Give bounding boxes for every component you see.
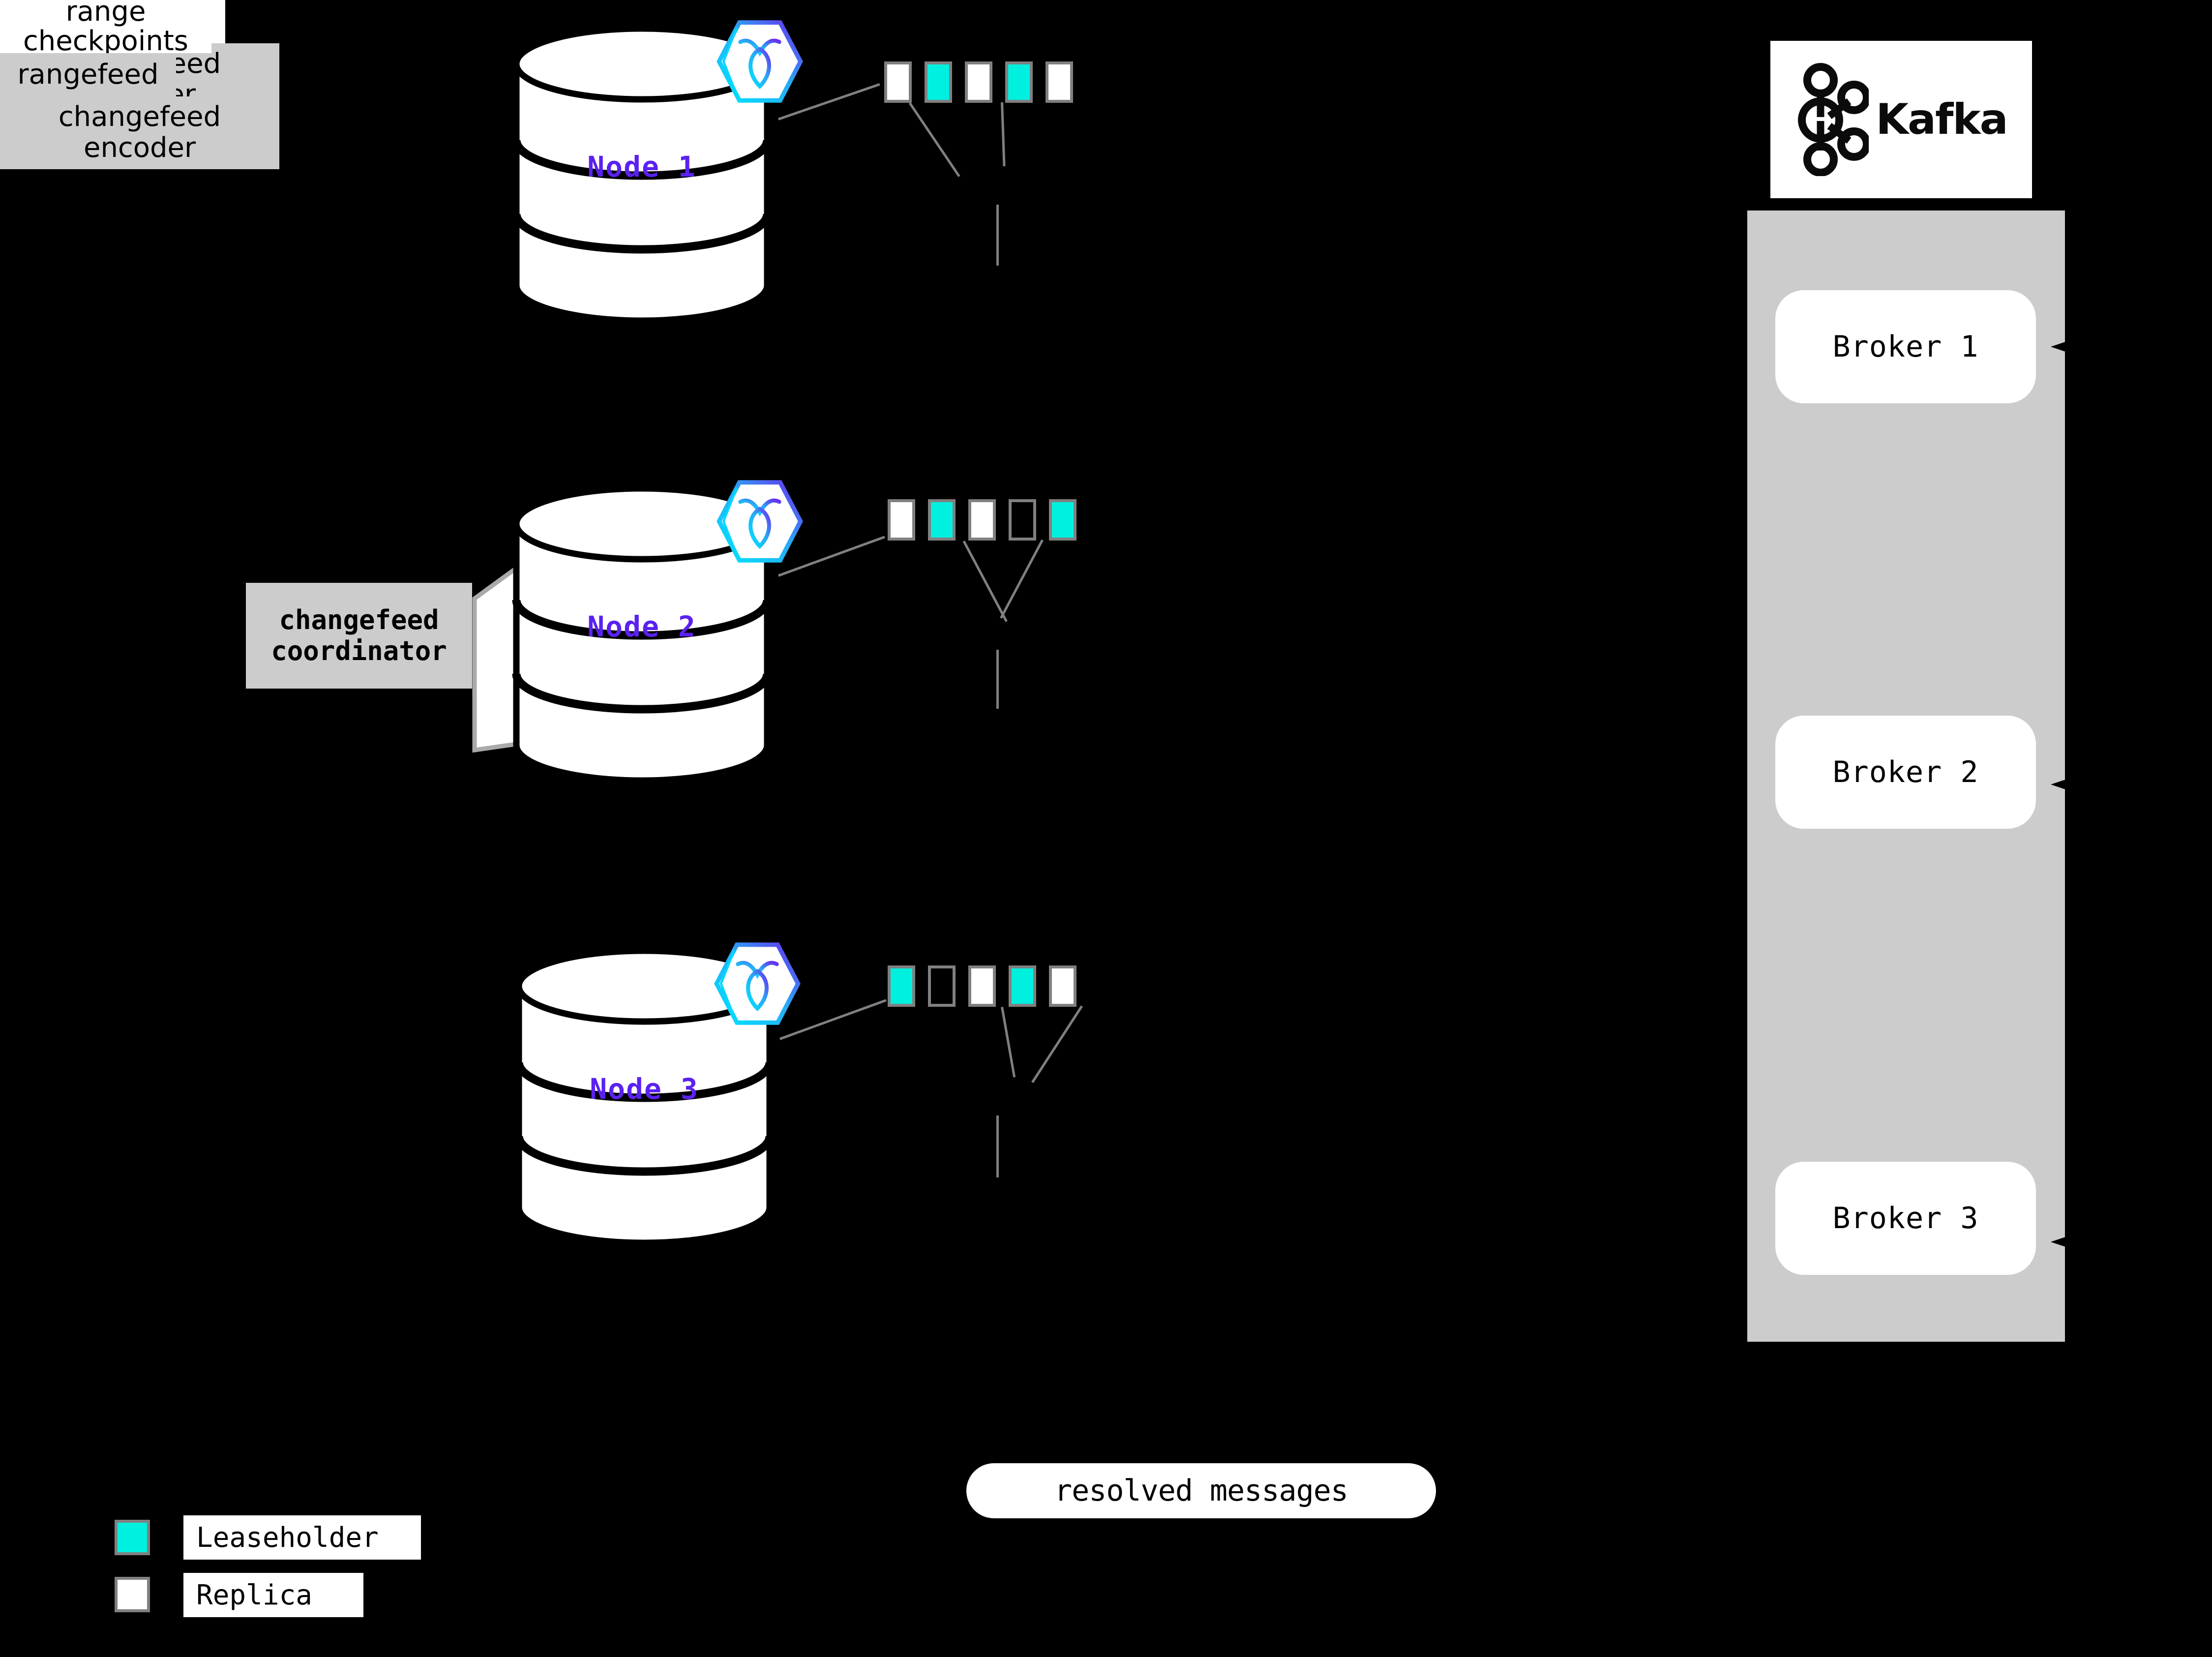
range-to-rangefeed-connector — [1031, 1005, 1083, 1084]
kafka-broker-1[interactable]: Broker 1 — [1775, 290, 2036, 403]
range-box — [888, 965, 915, 1007]
coordinator-line-2: coordinator — [271, 635, 447, 666]
range-box — [928, 965, 956, 1007]
kafka-logo-box: Kafka — [1770, 41, 2032, 198]
encoder-line-1: changefeed — [58, 101, 221, 133]
legend-swatch-replica — [115, 1577, 150, 1612]
legend-label-leaseholder: Leaseholder — [183, 1515, 421, 1560]
range-box — [968, 965, 996, 1007]
kafka-logo-icon — [1795, 63, 1871, 177]
legend-label-replica: Replica — [183, 1573, 363, 1617]
rangefeed-to-encoder-connector — [996, 1115, 999, 1177]
kafka-inbound-arrow-2 — [2051, 772, 2080, 797]
coordinator-line-1: changefeed — [279, 604, 439, 636]
range-box — [1009, 965, 1036, 1007]
rangefeed-to-encoder-connector — [996, 650, 999, 709]
cockroachdb-hexagon-icon — [716, 17, 804, 106]
changefeed-coordinator-box: changefeed coordinator — [246, 583, 472, 689]
encoder-line-2: encoder — [83, 132, 196, 164]
range-box — [1049, 499, 1076, 541]
range-box — [968, 499, 996, 541]
rangefeed-to-encoder-connector — [996, 205, 999, 266]
kafka-broker-2[interactable]: Broker 2 — [1775, 716, 2036, 829]
node-2-range-row — [888, 499, 1089, 541]
range-box — [1005, 61, 1033, 103]
range-box — [1009, 499, 1036, 541]
kafka-inbound-arrow-1 — [2051, 334, 2080, 359]
range-box — [884, 61, 912, 103]
range-to-rangefeed-connector — [1000, 539, 1044, 619]
legend-swatch-leaseholder — [115, 1520, 150, 1555]
range-box — [1046, 61, 1073, 103]
node-3-changefeed-encoder-box: changefeed encoder — [0, 96, 279, 169]
range-box — [925, 61, 952, 103]
range-to-rangefeed-connector — [1001, 1007, 1016, 1078]
range-checkpoints-line-1: range — [65, 0, 146, 28]
range-box — [928, 499, 956, 541]
cockroachdb-hexagon-icon — [716, 477, 804, 566]
node-3-group: range checkpoints Node 3 — [0, 0, 1083, 1244]
node-3-range-checkpoints-label: range checkpoints — [0, 0, 211, 53]
range-box — [1049, 965, 1076, 1007]
node-3-cylinder: Node 3 — [514, 949, 775, 1244]
range-box — [965, 61, 992, 103]
node-3-range-row — [888, 965, 1089, 1007]
kafka-inbound-arrow-3 — [2051, 1230, 2080, 1254]
node-2-label: Node 2 — [587, 610, 696, 643]
range-to-rangefeed-connector — [962, 541, 1008, 622]
cockroachdb-hexagon-icon — [713, 939, 802, 1028]
range-box — [888, 499, 915, 541]
range-to-rangefeed-connector — [908, 102, 960, 178]
range-to-rangefeed-connector — [1001, 102, 1006, 167]
range-checkpoints-line-2: checkpoints — [23, 25, 188, 53]
node-1-label: Node 1 — [587, 150, 696, 183]
node-1-range-row — [884, 61, 1086, 103]
resolved-messages-pill: resolved messages — [966, 1463, 1436, 1518]
kafka-broker-3[interactable]: Broker 3 — [1775, 1162, 2036, 1275]
node-2-cylinder: Node 2 — [511, 487, 772, 782]
kafka-wordmark: Kafka — [1876, 95, 2008, 144]
node-3-label: Node 3 — [590, 1072, 699, 1106]
node-3-rangefeed-box: rangefeed — [0, 53, 176, 96]
